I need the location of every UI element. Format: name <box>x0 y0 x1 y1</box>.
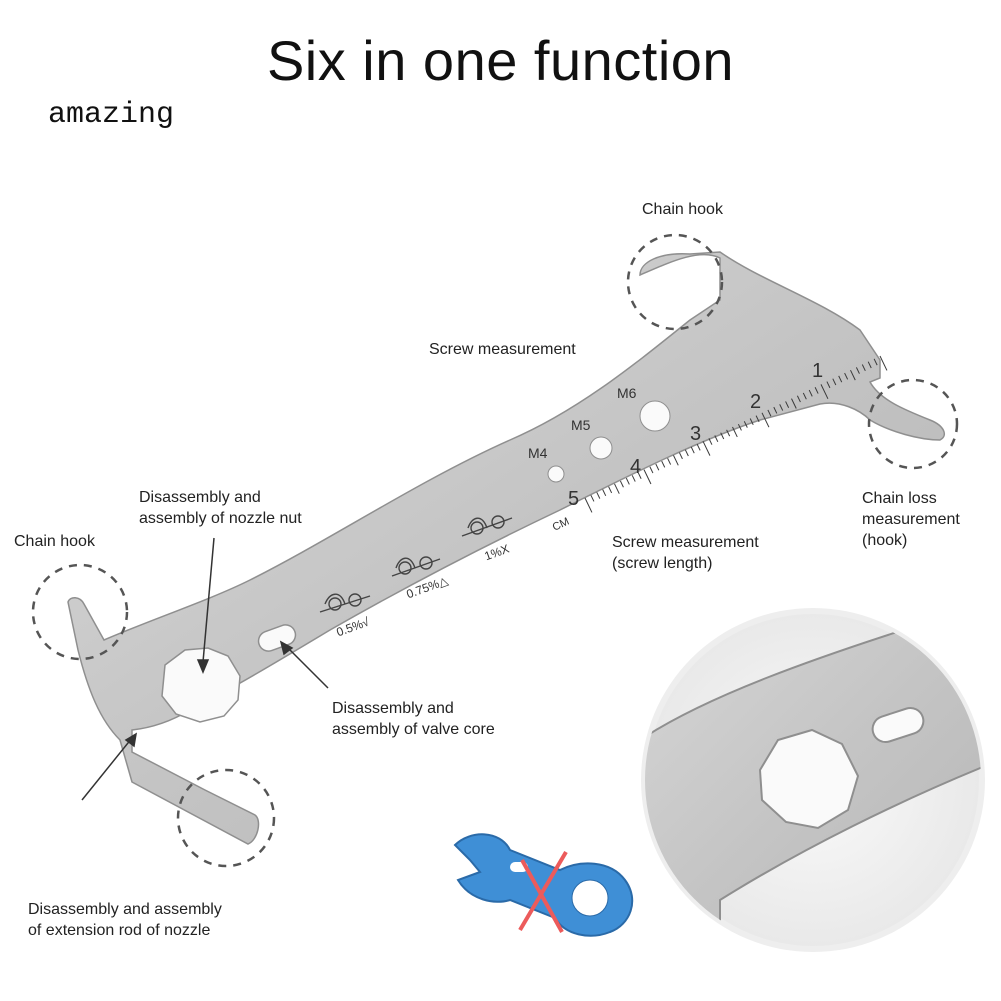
label-chain-hook-left: Chain hook <box>14 533 95 550</box>
ruler-tick <box>584 497 593 513</box>
page-title: Six in one function <box>266 29 735 92</box>
label-chain-loss: Chain loss measurement (hook) <box>862 490 960 549</box>
callout-circle-top-hook <box>626 233 724 331</box>
ruler-tick <box>714 435 719 443</box>
ruler-tick <box>832 378 837 386</box>
label-screw-measurement: Screw measurement <box>429 341 576 358</box>
ruler-tick <box>808 389 813 397</box>
ruler-tick <box>844 372 849 380</box>
ruler-tick <box>838 375 843 383</box>
page-subtitle: amazing <box>48 98 175 132</box>
ruler-tick <box>696 443 701 451</box>
zoom-detail <box>641 608 985 952</box>
ruler-tick <box>667 458 672 465</box>
ruler-tick <box>673 455 679 466</box>
arrow-extension-rod <box>81 737 133 801</box>
label-nozzle-nut: Disassembly and assembly of nozzle nut <box>139 489 302 527</box>
ruler-tick <box>631 475 636 482</box>
ruler-tick <box>867 361 872 369</box>
label-valve-core: Disassembly and assembly of valve core <box>332 700 495 738</box>
arrow-valve-core <box>285 645 329 689</box>
screw-size-m6: M6 <box>617 385 637 401</box>
callout-circle-extension-rod <box>176 768 276 868</box>
label-chain-hook-top: Chain hook <box>642 201 723 218</box>
screw-size-m5: M5 <box>571 417 591 433</box>
ruler-tick <box>785 401 790 408</box>
arrow-extension-rod-head <box>124 732 138 748</box>
ruler-tick <box>643 469 652 485</box>
label-screw-length: Screw measurement (screw length) <box>612 534 759 572</box>
ruler-tick <box>649 466 654 474</box>
ruler-tick <box>814 387 819 394</box>
ruler-tick <box>726 429 731 437</box>
ruler-tick <box>755 415 760 423</box>
nozzle-nut-hole <box>161 647 241 723</box>
ruler-tick <box>684 449 689 457</box>
arrow-valve-core-head <box>279 640 294 656</box>
hole-m4 <box>547 465 565 483</box>
ruler-tick <box>619 480 624 488</box>
ruler-tick <box>608 486 613 494</box>
ruler-number-5: 5 <box>568 488 579 510</box>
ruler-tick <box>625 477 630 485</box>
callout-circle-left-hook <box>31 563 129 661</box>
ruler-tick <box>596 492 601 499</box>
ruler-number-1: 1 <box>812 360 823 382</box>
wear-mark-icon-1 <box>461 515 513 537</box>
ruler-tick <box>802 392 807 400</box>
ruler-tick <box>861 364 866 372</box>
ruler-tick <box>873 358 878 366</box>
ruler-tick <box>820 384 829 400</box>
ruler-tick <box>737 423 742 431</box>
ruler-tick <box>732 426 738 438</box>
ruler-tick <box>796 395 801 403</box>
ruler-tick <box>767 409 772 417</box>
ruler-tick <box>602 489 607 497</box>
ruler-tick <box>590 494 595 502</box>
ruler-tick <box>749 418 754 426</box>
arrow-nozzle-nut-head <box>196 659 210 674</box>
ruler-tick <box>779 404 784 411</box>
wear-mark-icon-075 <box>391 556 441 577</box>
ruler-tick <box>614 483 620 494</box>
ruler-tick <box>791 398 797 409</box>
ruler-number-4: 4 <box>630 456 641 478</box>
ruler-tick <box>661 460 666 468</box>
callout-circle-right-hook <box>867 378 959 470</box>
ruler-tick <box>826 381 831 389</box>
ruler-tick <box>761 412 770 428</box>
ruler-scale <box>584 355 888 513</box>
ruler-tick <box>708 438 713 445</box>
ruler-tick <box>773 406 778 414</box>
ruler-number-3: 3 <box>690 423 701 445</box>
ruler-tick <box>678 452 683 460</box>
ruler-tick <box>637 472 642 479</box>
wear-mark-icon-05 <box>319 593 371 613</box>
ruler-tick <box>655 463 660 471</box>
label-extension-rod: Disassembly and assembly of extension ro… <box>28 901 222 939</box>
ruler-tick <box>690 446 695 454</box>
blue-wrench-comparison <box>453 833 634 937</box>
ruler-tick <box>879 355 888 371</box>
ruler-tick <box>702 440 711 456</box>
ruler-tick <box>850 369 856 381</box>
ruler-number-2: 2 <box>750 391 761 413</box>
ruler-tick <box>720 432 725 440</box>
ruler-unit: CM <box>551 516 572 534</box>
hole-m5 <box>589 436 613 460</box>
ruler-tick <box>855 367 860 374</box>
screw-size-m4: M4 <box>528 445 548 461</box>
arrow-nozzle-nut <box>202 537 215 663</box>
ruler-tick <box>743 421 748 428</box>
hole-m6 <box>639 400 671 432</box>
